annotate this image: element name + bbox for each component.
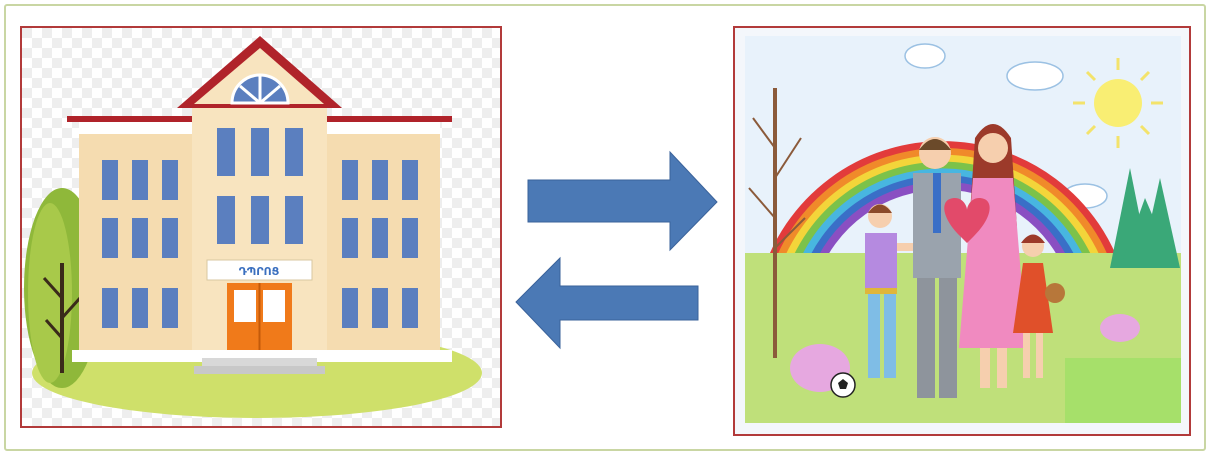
arrow-left-icon	[516, 258, 698, 348]
teddy-bear	[1045, 283, 1065, 303]
school-panel: ԴՊՐՈՑ	[20, 26, 502, 428]
school-sign-text: ԴՊՐՈՑ	[239, 265, 280, 278]
family-drawing	[735, 28, 1189, 434]
right-wing-windows	[342, 160, 418, 328]
school-illustration: ԴՊՐՈՑ	[22, 28, 500, 426]
exchange-arrows	[512, 150, 722, 360]
school-door	[227, 283, 292, 358]
family-panel	[733, 26, 1191, 436]
entrance-steps	[202, 358, 317, 366]
arrow-right-icon	[528, 152, 717, 250]
left-wing-windows	[102, 160, 178, 328]
school-sign: ԴՊՐՈՑ	[207, 260, 312, 280]
soccer-ball	[831, 373, 855, 397]
